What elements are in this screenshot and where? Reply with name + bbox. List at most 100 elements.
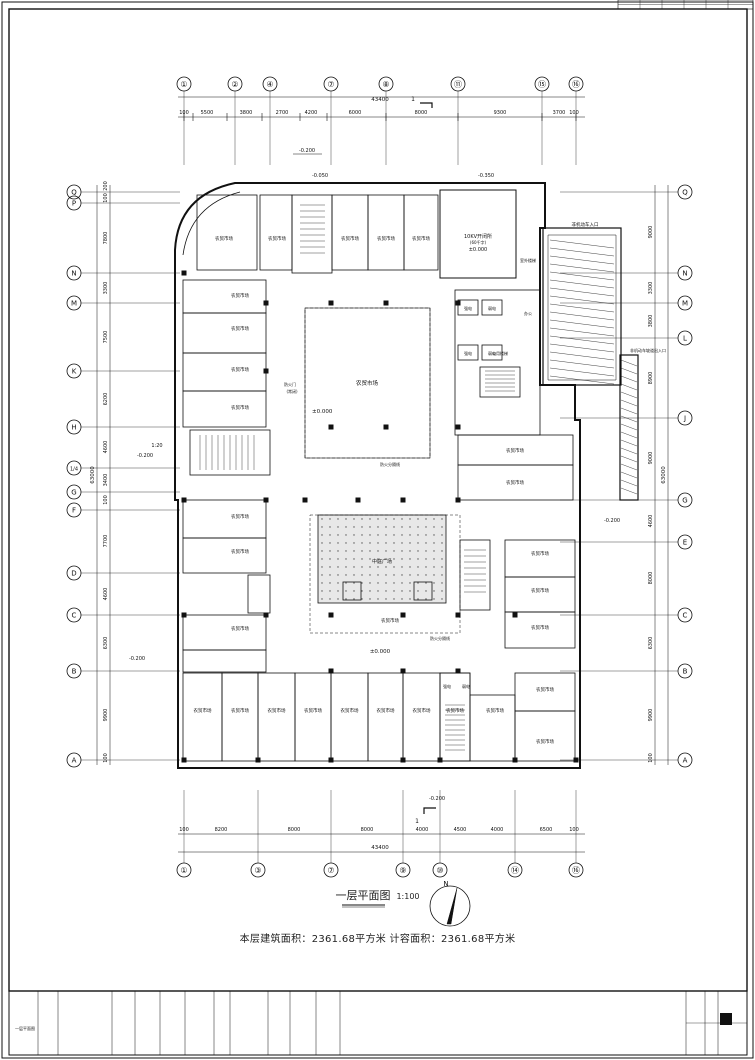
courtyard-dot <box>353 582 355 584</box>
column <box>455 424 461 430</box>
ramp-hatch <box>620 439 638 447</box>
courtyard-dot <box>377 542 379 544</box>
shop-label: 农贸市场 <box>268 235 286 242</box>
fire-partition-line <box>304 307 431 459</box>
courtyard-dot <box>321 550 323 552</box>
bike-ramp-inner <box>547 234 617 381</box>
shop-label: 农贸市场 <box>231 325 249 332</box>
dimension-value-top: 100 <box>569 110 579 116</box>
ramp-hatch <box>549 359 615 369</box>
courtyard-dot <box>369 598 371 600</box>
shop-label: 农贸市场 <box>531 550 549 557</box>
fire-shutter-label: 防火分隔线 <box>430 635 450 641</box>
ramp-hatch <box>549 287 615 297</box>
column <box>512 757 518 763</box>
courtyard-dot <box>433 574 435 576</box>
courtyard-dot <box>369 526 371 528</box>
axis-label-bottom: ③ <box>254 866 261 875</box>
ramp-hatch <box>620 423 638 431</box>
axis-label-left: A <box>72 757 77 765</box>
courtyard-dot <box>385 566 387 568</box>
utility-label: 强电 <box>464 305 472 311</box>
shop-room <box>182 390 267 428</box>
ramp-label-top: 非机动车入口 <box>572 221 599 228</box>
title-block <box>8 990 748 1056</box>
courtyard-dot <box>401 526 403 528</box>
shop-room <box>182 312 267 354</box>
dimension-value-top: 9300 <box>494 110 507 116</box>
shop-label: 农贸市场 <box>304 707 322 714</box>
courtyard-dot <box>425 542 427 544</box>
axis-label-bottom: ⑨ <box>399 866 406 875</box>
courtyard-dot <box>417 542 419 544</box>
service-core <box>454 289 541 436</box>
courtyard-dot <box>321 558 323 560</box>
courtyard-dot <box>361 534 363 536</box>
courtyard-dot <box>329 598 331 600</box>
axis-label-right: G <box>682 497 687 505</box>
courtyard-dot <box>337 590 339 592</box>
courtyard-dot <box>441 558 443 560</box>
level-mark: -0.350 <box>478 173 494 179</box>
courtyard-partition <box>309 514 461 634</box>
dimension-value-left: 7700 <box>103 535 109 548</box>
courtyard-dot <box>337 534 339 536</box>
dimension-value-right: 100 <box>648 753 654 763</box>
courtyard-dot <box>409 566 411 568</box>
column <box>573 757 579 763</box>
courtyard-dot <box>409 574 411 576</box>
ramp-hatch <box>620 479 638 487</box>
courtyard-dot <box>393 574 395 576</box>
axis-label-right: A <box>683 757 688 765</box>
column <box>455 668 461 674</box>
ramp-hatch <box>620 487 638 495</box>
column <box>400 497 406 503</box>
courtyard-dot <box>329 542 331 544</box>
courtyard-dot <box>417 574 419 576</box>
shop-label: 农贸市场 <box>506 479 524 486</box>
fire-door-label: 防火门 <box>284 381 296 387</box>
courtyard-dot <box>345 582 347 584</box>
courtyard-dot <box>337 518 339 520</box>
level-mark: -0.200 <box>299 148 315 154</box>
courtyard-dot <box>425 558 427 560</box>
axis-label-left: H <box>71 424 76 432</box>
dimension-value-left: 3300 <box>103 282 109 295</box>
courtyard-dot <box>417 550 419 552</box>
axis-label-right: E <box>683 539 687 547</box>
courtyard-dot <box>377 518 379 520</box>
north-label: N <box>443 880 448 888</box>
axis-label-bottom: ⑯ <box>572 866 580 875</box>
courtyard-dot <box>321 542 323 544</box>
courtyard-dot <box>377 534 379 536</box>
courtyard-dot <box>345 566 347 568</box>
utility-room <box>481 344 503 361</box>
dimension-value-left: 6300 <box>103 637 109 650</box>
courtyard-dot <box>401 550 403 552</box>
courtyard-dot <box>417 582 419 584</box>
central-market-label: 农贸市场 <box>356 379 379 387</box>
ramp-hatch <box>620 431 638 439</box>
courtyard-dot <box>361 550 363 552</box>
courtyard-dot <box>425 518 427 520</box>
courtyard-dot <box>433 590 435 592</box>
ramp-hatch <box>549 255 615 265</box>
area-statement: 本层建筑面积：2361.68平方米 计容面积：2361.68平方米 <box>239 934 516 945</box>
courtyard-dot <box>369 518 371 520</box>
bike-ramp-right <box>619 354 639 501</box>
axis-label-left: N <box>71 270 76 278</box>
axis-label-top: ⑮ <box>538 80 546 89</box>
shop-label: 农贸市场 <box>231 707 249 714</box>
column <box>181 270 187 276</box>
shop-label: 农贸市场 <box>231 548 249 555</box>
courtyard-dot <box>321 566 323 568</box>
courtyard-dot <box>433 558 435 560</box>
dimension-value-left: 6200 <box>103 393 109 406</box>
courtyard-dot <box>385 550 387 552</box>
column <box>355 497 361 503</box>
section-marker-top: 1 <box>411 96 415 103</box>
column <box>328 757 334 763</box>
level-mark: -0.200 <box>429 796 445 802</box>
utility-label: 强电 <box>443 683 451 689</box>
courtyard-dot <box>345 526 347 528</box>
